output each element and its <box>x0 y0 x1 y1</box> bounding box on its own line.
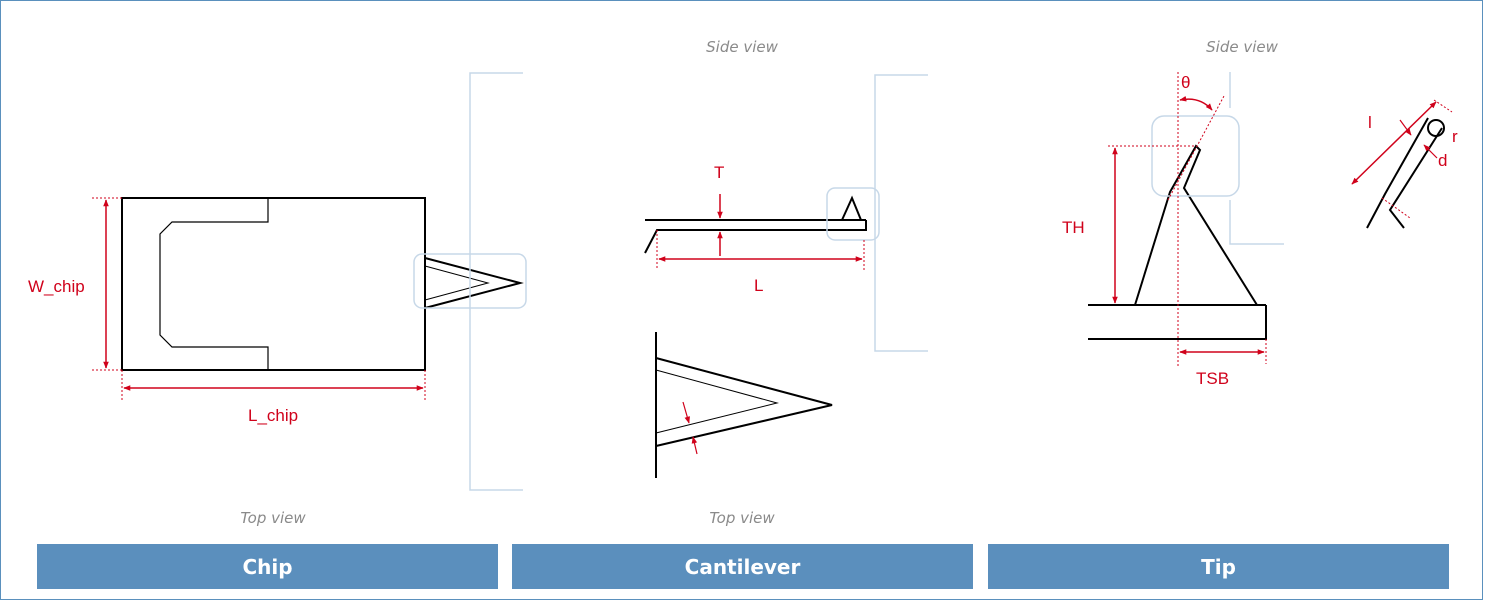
chip-cantilever-inner <box>424 265 490 301</box>
apex-right-edge <box>1388 127 1443 229</box>
cantilever-side-bottom-edge <box>644 220 867 254</box>
tip-side-view-caption: Side view <box>1206 38 1278 56</box>
cantilever-panel-header: Cantilever <box>512 544 973 589</box>
th-label: TH <box>1062 218 1085 237</box>
theta-label: θ <box>1181 73 1190 92</box>
cantilever-top-inner <box>655 369 779 434</box>
chip-cantilever-outer <box>424 257 524 309</box>
chip-panel-header: Chip <box>37 544 498 589</box>
chip-top-view: W_chip L_chip Top view <box>28 72 527 527</box>
cantilever-top-view-caption: Top view <box>709 509 775 527</box>
cantilever-top-outer <box>655 357 833 447</box>
cantilever-bracket <box>874 74 928 352</box>
apex-left-edge <box>1366 117 1429 229</box>
arm-width-arrow-inner <box>691 436 698 455</box>
cantilever-side-view-caption: Side view <box>706 38 778 56</box>
chip-inner-outline <box>159 198 269 370</box>
tip-apex-detail: r l d <box>1351 99 1458 229</box>
arm-width-arrow-outer <box>682 401 690 424</box>
tsb-label: TSB <box>1196 369 1229 388</box>
tip-body <box>1134 144 1258 306</box>
apex-length-extension-top <box>1433 99 1453 113</box>
apex-length-dimension <box>1351 101 1437 185</box>
chip-bracket <box>469 72 523 491</box>
tip-panel-header: Tip <box>988 544 1449 589</box>
chip-body <box>121 197 426 371</box>
chip-top-view-caption: Top view <box>240 509 306 527</box>
tip-views: Side view θ TH TSB r l <box>1062 38 1458 388</box>
l-small-label: l <box>1368 113 1372 132</box>
l-chip-label: L_chip <box>248 406 298 425</box>
cantilever-side-tip <box>841 195 862 221</box>
tip-bracket <box>1229 72 1284 245</box>
cantilever-highlight-box <box>826 187 880 241</box>
r-label: r <box>1452 127 1458 146</box>
apex-diameter-arrow-right <box>1423 144 1438 159</box>
apex-diameter-arrow-left <box>1399 119 1412 136</box>
t-label: T <box>714 163 724 182</box>
tip-highlight-box <box>1151 115 1240 197</box>
tip-slab-bottom <box>1088 305 1267 340</box>
d-label: d <box>1438 151 1447 170</box>
cantilever-views: Side view T L Top view <box>644 38 928 527</box>
l-label: L <box>754 276 763 295</box>
w-chip-label: W_chip <box>28 277 85 296</box>
apex-length-extension-bottom <box>1381 197 1411 219</box>
theta-arc <box>1179 96 1213 111</box>
